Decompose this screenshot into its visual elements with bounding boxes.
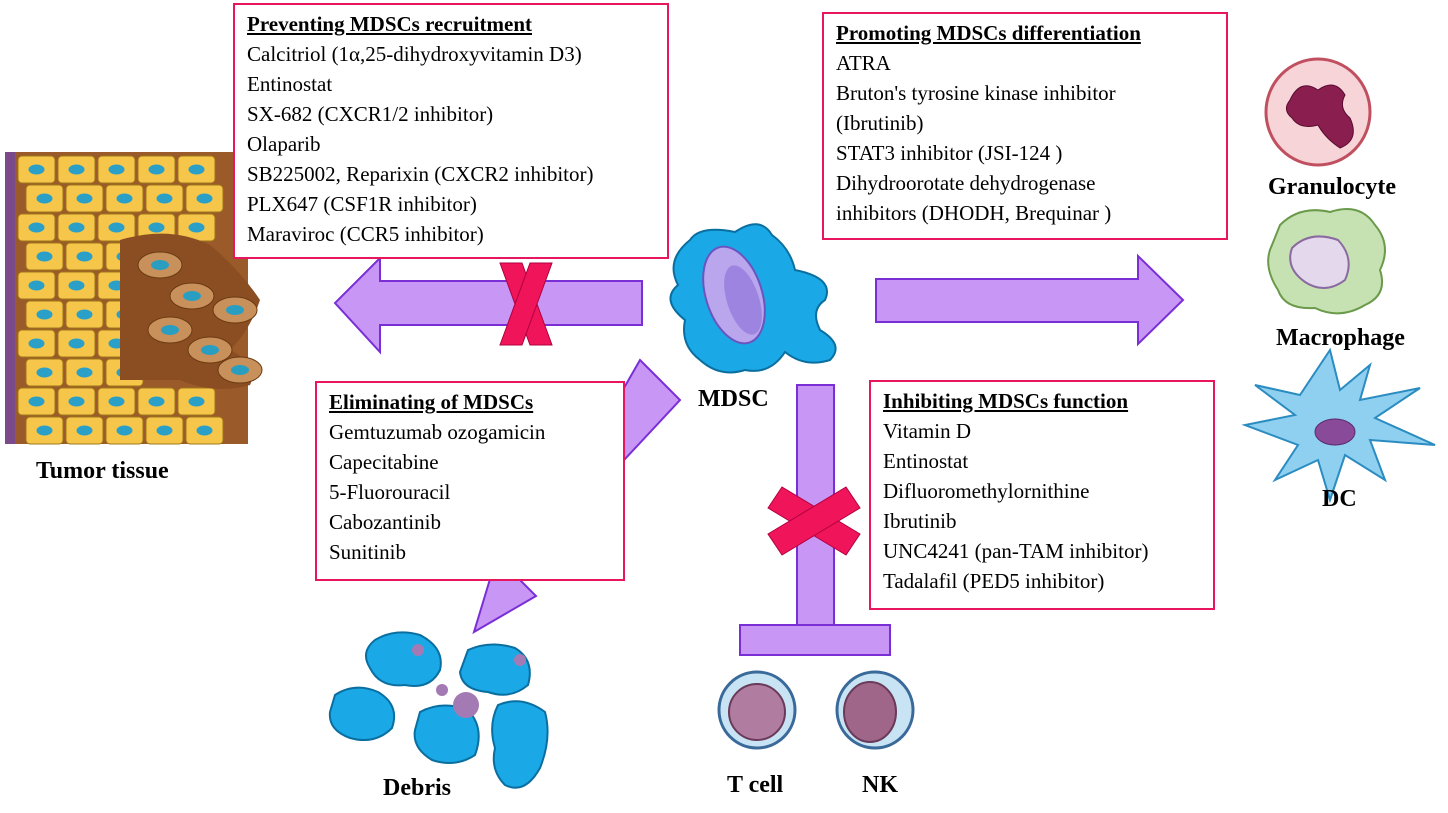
differentiation-item: inhibitors (DHODH, Brequinar ) <box>836 201 1112 225</box>
recruitment-item: Olaparib <box>247 132 321 156</box>
recruitment-item: SB225002, Reparixin (CXCR2 inhibitor) <box>247 162 594 186</box>
tumor-cell-nucleus <box>148 222 165 233</box>
tumor-cell-nucleus <box>156 193 173 204</box>
nk-label: NK <box>862 772 898 798</box>
differentiation-item: (Ibrutinib) <box>836 111 924 135</box>
recruitment-item: Entinostat <box>247 72 333 96</box>
recruitment-arrow <box>333 255 643 355</box>
tumor-cell-nucleus <box>68 396 85 407</box>
tumor-cell-nucleus <box>68 338 85 349</box>
elimination-title: Eliminating of MDSCs <box>329 390 534 414</box>
macrophage-label: Macrophage <box>1276 325 1405 351</box>
tumor-cell-nucleus <box>28 280 45 291</box>
tumor-cell-nucleus <box>36 309 53 320</box>
elimination-item: Capecitabine <box>329 450 439 474</box>
recruitment-title: Preventing MDSCs recruitment <box>247 12 532 36</box>
function-block-cross-icon <box>767 486 861 556</box>
differentiation-item: ATRA <box>836 51 891 75</box>
recruitment-item: SX-682 (CXCR1/2 inhibitor) <box>247 102 494 126</box>
tumor-cell-nucleus <box>28 222 45 233</box>
tcell-label: T cell <box>727 772 784 798</box>
function-item: UNC4241 (pan-TAM inhibitor) <box>883 539 1149 563</box>
function-box: Inhibiting MDSCs function Vitamin D Enti… <box>869 380 1215 610</box>
tumor-cell-nucleus <box>116 193 133 204</box>
recruitment-item: PLX647 (CSF1R inhibitor) <box>247 192 477 216</box>
differentiation-item: Dihydroorotate dehydrogenase <box>836 171 1096 195</box>
elimination-item: Gemtuzumab ozogamicin <box>329 420 546 444</box>
granulocyte-illustration <box>1264 57 1372 167</box>
tumor-cell-nucleus <box>108 396 125 407</box>
tumor-cell-nucleus <box>76 251 93 262</box>
function-title: Inhibiting MDSCs function <box>883 389 1129 413</box>
recruitment-box: Preventing MDSCs recruitment Calcitriol … <box>233 3 669 259</box>
debris-illustration <box>328 631 549 789</box>
tumor-cell-nucleus <box>36 425 53 436</box>
mdsc-cell-illustration <box>669 223 837 374</box>
tumor-cell-nucleus <box>108 164 125 175</box>
tumor-cell-nucleus <box>156 425 173 436</box>
function-item: Vitamin D <box>883 419 971 443</box>
tumor-cell-nucleus <box>76 367 93 378</box>
function-item: Tadalafil (PED5 inhibitor) <box>883 569 1105 593</box>
tumor-cell-nucleus <box>196 425 213 436</box>
tumor-cell-nucleus <box>68 280 85 291</box>
tumor-tissue-illustration <box>5 152 263 445</box>
tumor-cell-nucleus <box>108 222 125 233</box>
tumor-cell-nucleus <box>36 193 53 204</box>
differentiation-title: Promoting MDSCs differentiation <box>836 21 1141 45</box>
elimination-item: 5-Fluorouracil <box>329 480 451 504</box>
function-item: Entinostat <box>883 449 969 473</box>
tumor-cell-nucleus <box>196 193 213 204</box>
tumor-cell-nucleus <box>76 193 93 204</box>
tumor-cell-nucleus <box>76 425 93 436</box>
granulocyte-label: Granulocyte <box>1268 174 1396 200</box>
elimination-item: Sunitinib <box>329 540 407 564</box>
recruitment-item: Calcitriol (1α,25-dihydroxyvitamin D3) <box>247 42 582 66</box>
tumor-cell-nucleus <box>28 396 45 407</box>
tumor-cell-nucleus <box>188 164 205 175</box>
mdsc-label: MDSC <box>698 386 769 412</box>
tumor-invasive-front <box>120 233 263 389</box>
recruitment-block-cross-icon <box>499 262 553 346</box>
tumor-cell-nucleus <box>188 396 205 407</box>
differentiation-arrow <box>875 253 1185 347</box>
function-item: Difluoromethylornithine <box>883 479 1090 503</box>
tumor-cell-nucleus <box>36 367 53 378</box>
tumor-cell-nucleus <box>148 164 165 175</box>
tcell-illustration <box>717 670 797 750</box>
elimination-box: Eliminating of MDSCs Gemtuzumab ozogamic… <box>315 381 625 581</box>
tumor-cell-nucleus <box>68 164 85 175</box>
dc-illustration <box>1241 347 1436 504</box>
tumor-cell-nucleus <box>28 338 45 349</box>
debris-label: Debris <box>383 775 451 801</box>
function-item: Ibrutinib <box>883 509 957 533</box>
tumor-cell-nucleus <box>76 309 93 320</box>
recruitment-item: Maraviroc (CCR5 inhibitor) <box>247 222 484 246</box>
differentiation-box: Promoting MDSCs differentiation ATRA Bru… <box>822 12 1228 240</box>
dc-label: DC <box>1322 486 1357 512</box>
tumor-cell-nucleus <box>28 164 45 175</box>
macrophage-illustration <box>1267 208 1386 315</box>
tumor-cell-nucleus <box>36 251 53 262</box>
differentiation-item: Bruton's tyrosine kinase inhibitor <box>836 81 1116 105</box>
nk-illustration <box>835 670 915 750</box>
tumor-cell-nucleus <box>68 222 85 233</box>
tumor-cell-nucleus <box>116 425 133 436</box>
tumor-cell-nucleus <box>188 222 205 233</box>
elimination-item: Cabozantinib <box>329 510 441 534</box>
differentiation-item: STAT3 inhibitor (JSI-124 ) <box>836 141 1063 165</box>
tumor-tissue-label: Tumor tissue <box>36 458 169 484</box>
tumor-cell-nucleus <box>148 396 165 407</box>
